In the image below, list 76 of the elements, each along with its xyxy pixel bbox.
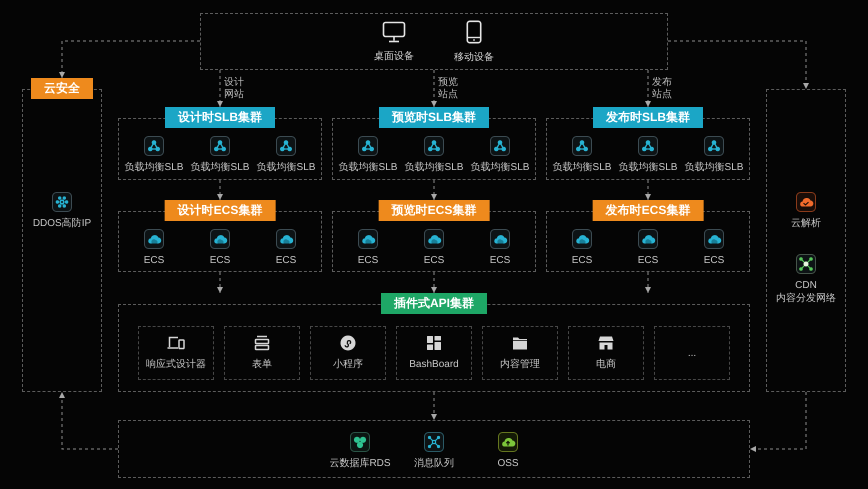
cluster-title-tag: 设计时ECS集群 [164,200,276,221]
connector-arrow [431,70,437,108]
service-label: 负载均衡SLB [404,161,464,174]
plugin-card [138,326,214,380]
plugin-card [396,326,472,380]
plugin-label: 表单 [252,358,272,371]
service-label: 负载均衡SLB [338,161,398,174]
cluster-title-tag: 设计时SLB集群 [165,107,275,128]
connector-arrow [431,272,437,294]
service-label: ECS [490,254,510,267]
service-label: ECS [144,254,164,267]
service-label: DDOS高防IP [32,217,92,230]
cluster-title-tag: 预览时SLB集群 [379,107,489,128]
service-label: ECS [358,254,378,267]
service-label: 负载均衡SLB [684,161,744,174]
cluster-title-tag: 云安全 [31,78,93,99]
server-cluster [546,200,750,272]
service-label: 消息队列 [414,457,454,470]
plugin-label: 小程序 [333,358,363,371]
connector-arrow [645,180,651,200]
load-balancer-cluster [332,107,536,180]
service-label: CDN 内容分发网络 [775,279,837,305]
plugin-card [224,326,300,380]
edge-label: 设计网站 [224,76,245,100]
server-cluster [118,200,322,272]
service-label: OSS [497,457,519,470]
load-balancer-cluster [546,107,750,180]
connector-arrow [750,392,806,452]
service-label: 负载均衡SLB [618,161,678,174]
connector-arrow [217,272,223,294]
plugin-label: BashBoard [409,358,459,371]
connector-arrow [431,392,437,420]
service-label: 负载均衡SLB [470,161,530,174]
data-storage-panel [118,420,750,478]
service-label: 负载均衡SLB [190,161,250,174]
connector-arrow [217,70,223,108]
service-label: ECS [704,254,724,267]
cluster-title-tag: 发布时ECS集群 [592,200,704,221]
plugin-label: ... [688,346,696,360]
plugin-label: 内容管理 [500,358,540,371]
service-label: ECS [276,254,296,267]
cluster-title-tag: 插件式API集群 [381,293,487,314]
connector-arrow [645,70,651,108]
plugin-card [568,326,644,380]
service-label: ECS [638,254,658,267]
service-label: 负载均衡SLB [256,161,316,174]
connector-arrow [668,40,809,90]
plugin-card [654,326,730,380]
plugin-card [482,326,558,380]
service-label: ECS [572,254,592,267]
plugin-label: 电商 [596,358,616,371]
connector-arrow [431,180,437,200]
service-label: ECS [210,254,230,267]
api-cluster-panel [118,293,750,392]
load-balancer-cluster [118,107,322,180]
edge-label: 预览站点 [438,76,459,100]
edge-label: 发布站点 [652,76,673,100]
server-cluster [332,200,536,272]
service-label: 云解析 [791,217,821,230]
plugin-label: 响应式设计器 [146,358,206,371]
device-label: 移动设备 [454,50,494,64]
plugin-card [310,326,386,380]
connector-arrow [645,272,651,294]
network-service-panel [766,89,846,392]
security-panel [22,78,102,392]
connector-arrow [217,180,223,200]
connector-arrow [59,392,118,450]
connector-arrow [59,40,200,78]
service-label: ECS [424,254,444,267]
cluster-title-tag: 发布时SLB集群 [593,107,703,128]
cluster-title-tag: 预览时ECS集群 [378,200,490,221]
service-label: 负载均衡SLB [552,161,612,174]
service-label: 负载均衡SLB [124,161,184,174]
device-label: 桌面设备 [374,50,414,62]
service-label: 云数据库RDS [329,457,391,470]
client-device-panel [200,13,668,70]
